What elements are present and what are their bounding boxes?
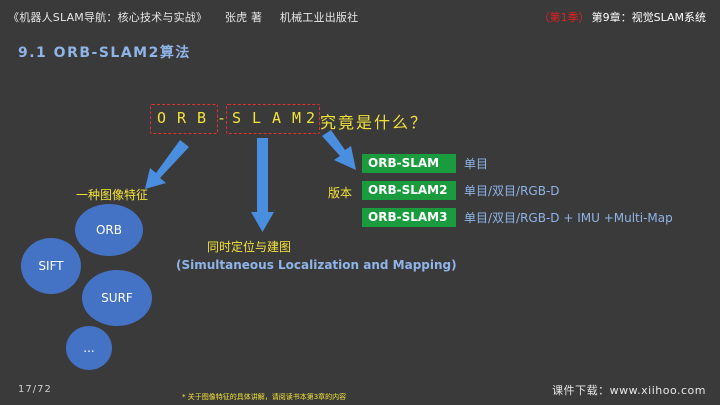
slam-label-cn: 同时定位与建图 [207,240,292,254]
title-letter: 2 [306,109,316,127]
orb-box [150,104,218,134]
slam-box [226,104,320,134]
author: 张虎 著 [224,11,263,24]
arrow-right [322,130,356,170]
title-letter: R [177,109,187,127]
slam-label-en: (Simultaneous Localization and Mapping) [176,258,457,272]
header-right: （第1季）第9章：视觉SLAM系统 [539,9,706,25]
title-letter: A [272,109,282,127]
arrow-down [251,138,274,232]
download-link[interactable]: 课件下载：www.xiihoo.com [552,384,706,397]
title-letter: O [157,109,167,127]
arrow-left [145,140,189,189]
page-number: 17/72 [18,384,52,395]
version-row: ORB-SLAM3 单目/双目/RGB-D + IMU +Multi-Map [362,208,673,227]
version-label: 版本 [328,186,353,200]
title-letter: M [292,109,302,127]
book-title: 《机器人SLAM导航：核心技术与实战》 [8,11,208,24]
feature-circle-more: ... [66,326,112,370]
version-row: ORB-SLAM 单目 [362,154,488,173]
version-desc: 单目/双目/RGB-D + IMU +Multi-Map [464,211,673,225]
version-name: ORB-SLAM3 [362,208,456,227]
publisher: 机械工业出版社 [279,11,359,24]
title-letter: - [217,109,227,127]
title-question: 究竟是什么？ [320,113,429,132]
version-desc: 单目 [464,157,489,171]
footer-note: * 关于图像特征的具体讲解，请阅读书本第3章的内容 [182,393,347,401]
version-name: ORB-SLAM2 [362,181,456,200]
title-letter: B [197,109,207,127]
feature-circle-surf: SURF [82,270,152,326]
version-name: ORB-SLAM [362,154,456,173]
title-letter: L [252,109,262,127]
header-left: 《机器人SLAM导航：核心技术与实战》 张虎 著 机械工业出版社 [8,9,372,25]
version-desc: 单目/双目/RGB-D [464,184,560,198]
chapter-label: 第9章：视觉SLAM系统 [591,11,706,24]
section-title: 9.1 ORB-SLAM2算法 [18,45,191,61]
title-letter: S [232,109,242,127]
feature-circle-sift: SIFT [21,238,81,294]
season-label: （第1季） [538,11,590,24]
feature-circle-orb: ORB [75,204,143,256]
version-row: ORB-SLAM2 单目/双目/RGB-D [362,181,560,200]
feature-label: 一种图像特征 [76,188,149,202]
